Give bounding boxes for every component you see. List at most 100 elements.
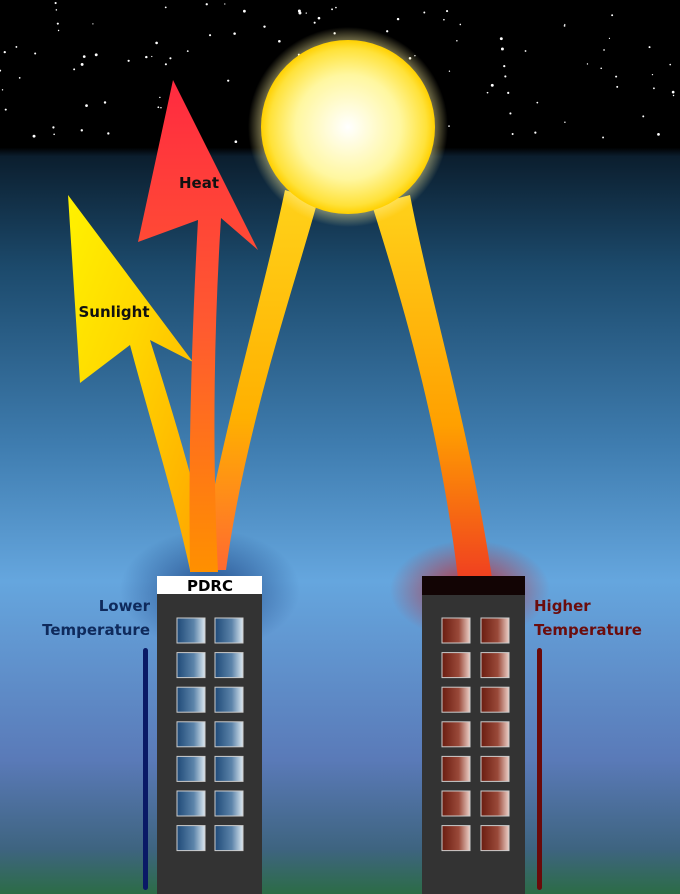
star bbox=[615, 75, 618, 78]
star bbox=[335, 6, 337, 9]
window bbox=[480, 790, 510, 817]
window bbox=[214, 721, 244, 748]
star bbox=[164, 6, 167, 9]
window bbox=[214, 790, 244, 817]
star bbox=[297, 9, 301, 13]
star bbox=[169, 57, 172, 60]
window bbox=[176, 686, 206, 713]
star bbox=[186, 50, 189, 53]
higher-temperature-label-2: Temperature bbox=[534, 621, 642, 639]
window bbox=[214, 755, 244, 782]
star bbox=[317, 16, 321, 20]
window bbox=[214, 825, 244, 852]
window bbox=[480, 721, 510, 748]
dark-roof bbox=[422, 576, 525, 595]
pdrc-label: PDRC bbox=[187, 577, 233, 595]
star bbox=[648, 46, 651, 49]
star bbox=[80, 62, 84, 66]
cool-indicator-bar bbox=[143, 648, 148, 890]
star bbox=[3, 51, 6, 54]
star bbox=[651, 73, 654, 76]
star bbox=[278, 39, 281, 43]
star bbox=[536, 101, 539, 104]
star bbox=[54, 1, 57, 5]
stars bbox=[0, 1, 675, 144]
star bbox=[672, 94, 675, 97]
star bbox=[507, 91, 510, 94]
star bbox=[94, 53, 98, 57]
window bbox=[441, 617, 471, 644]
star bbox=[657, 133, 660, 136]
window bbox=[441, 721, 471, 748]
star bbox=[313, 21, 316, 24]
star bbox=[1, 89, 4, 91]
star bbox=[386, 30, 389, 33]
star bbox=[160, 107, 162, 109]
star bbox=[446, 10, 449, 13]
sunlight-label: Sunlight bbox=[78, 303, 149, 321]
star bbox=[18, 76, 21, 79]
star bbox=[227, 79, 230, 82]
star bbox=[669, 63, 672, 66]
star bbox=[423, 11, 426, 14]
star bbox=[602, 136, 605, 139]
pdrc-roof bbox=[157, 576, 262, 594]
window bbox=[480, 755, 510, 782]
star bbox=[82, 55, 86, 58]
star bbox=[0, 69, 2, 72]
star bbox=[563, 24, 566, 27]
star bbox=[603, 49, 605, 51]
star bbox=[396, 17, 400, 21]
hot-indicator-bar bbox=[537, 648, 542, 890]
star bbox=[448, 125, 450, 127]
star bbox=[564, 23, 566, 26]
window bbox=[480, 686, 510, 713]
window bbox=[176, 652, 206, 679]
star bbox=[55, 9, 58, 11]
star bbox=[155, 41, 158, 45]
window bbox=[441, 755, 471, 782]
star bbox=[145, 55, 148, 59]
window bbox=[441, 652, 471, 679]
window bbox=[480, 825, 510, 852]
star bbox=[80, 129, 83, 132]
conventional-building bbox=[422, 576, 525, 894]
star bbox=[224, 3, 226, 5]
star bbox=[57, 29, 60, 32]
star bbox=[500, 47, 504, 51]
lower-temperature-label-2: Temperature bbox=[42, 621, 150, 639]
window bbox=[441, 686, 471, 713]
star bbox=[73, 68, 76, 71]
star bbox=[564, 121, 566, 124]
star bbox=[107, 132, 110, 135]
window bbox=[441, 790, 471, 817]
star bbox=[503, 65, 506, 68]
window bbox=[176, 825, 206, 852]
star bbox=[331, 8, 333, 11]
star bbox=[448, 70, 451, 72]
star bbox=[4, 108, 7, 111]
window bbox=[176, 721, 206, 748]
star bbox=[586, 63, 589, 65]
star bbox=[490, 83, 494, 87]
higher-temperature-label-1: Higher bbox=[534, 597, 591, 615]
heat-label: Heat bbox=[179, 174, 219, 192]
star bbox=[600, 67, 603, 70]
star bbox=[459, 23, 462, 26]
star bbox=[671, 90, 675, 94]
window bbox=[176, 755, 206, 782]
window bbox=[214, 617, 244, 644]
lower-temperature-label-1: Lower bbox=[99, 597, 151, 615]
star bbox=[208, 34, 212, 37]
sunbeam-left bbox=[198, 190, 318, 570]
star bbox=[234, 140, 238, 144]
star bbox=[15, 46, 18, 48]
star bbox=[92, 23, 94, 25]
star bbox=[534, 131, 537, 134]
window bbox=[480, 652, 510, 679]
star bbox=[52, 126, 55, 129]
star bbox=[53, 133, 55, 136]
star bbox=[151, 55, 153, 58]
window bbox=[214, 686, 244, 713]
